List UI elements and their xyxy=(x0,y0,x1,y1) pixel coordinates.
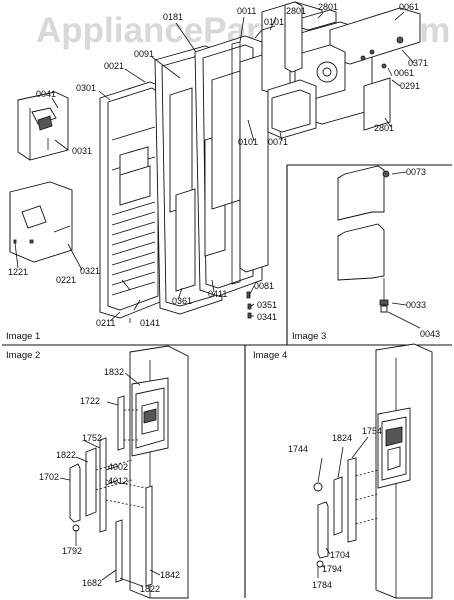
label-0061-a: 0061 xyxy=(399,2,419,12)
label-1752: 1752 xyxy=(82,433,102,443)
label-0011: 0011 xyxy=(237,6,256,16)
label-1792: 1792 xyxy=(62,546,82,556)
image1-artwork xyxy=(9,1,421,319)
label-2801-c: 2801 xyxy=(374,123,394,133)
label-0291: 0291 xyxy=(400,81,420,91)
image1-leaders xyxy=(14,11,415,323)
label-2801-b: 2801 xyxy=(318,2,338,12)
panel-title-image1: Image 1 xyxy=(6,331,40,342)
image2-labels: 1832 1722 1752 1822 1702 4002 4012 1792 … xyxy=(39,367,180,594)
label-4012: 4012 xyxy=(108,476,128,486)
label-1744: 1744 xyxy=(288,444,308,454)
label-0141: 0141 xyxy=(140,318,160,328)
panel-title-image4: Image 4 xyxy=(253,350,287,361)
label-0101-top: 0101 xyxy=(264,17,284,27)
label-1794: 1794 xyxy=(322,564,342,574)
label-0181: 0181 xyxy=(163,12,183,22)
label-1842: 1842 xyxy=(160,570,180,580)
label-1824: 1824 xyxy=(332,433,352,443)
label-0033: 0033 xyxy=(406,300,426,310)
label-0091: 0091 xyxy=(134,49,154,59)
image4-artwork xyxy=(313,343,433,599)
label-0211: 0211 xyxy=(96,318,115,328)
label-0041: 0041 xyxy=(36,89,56,99)
label-0361: 0361 xyxy=(172,296,192,306)
panel-title-image3: Image 3 xyxy=(292,331,326,342)
label-0021: 0021 xyxy=(104,61,124,71)
label-0101: 0101 xyxy=(238,137,258,147)
label-1722: 1722 xyxy=(80,396,100,406)
label-1822-a: 1822 xyxy=(56,450,76,460)
image4-labels: 1744 1824 1754 1704 1794 1784 xyxy=(288,426,382,590)
label-0073: 0073 xyxy=(406,167,426,177)
image2-leaders xyxy=(59,372,161,587)
image1-labels: 0181 0011 2801 2801 0061 0091 0101 0021 … xyxy=(8,2,428,328)
label-0031: 0031 xyxy=(72,146,92,156)
label-1822-b: 1822 xyxy=(140,584,160,594)
panel-title-image2: Image 2 xyxy=(6,350,40,361)
image3-labels: 0073 0033 0043 xyxy=(406,167,440,339)
label-0221: 0221 xyxy=(56,275,76,285)
label-1754: 1754 xyxy=(362,426,382,436)
image4-leaders xyxy=(317,436,369,578)
label-0071: 0071 xyxy=(268,137,288,147)
label-1682: 1682 xyxy=(82,578,102,588)
label-1784: 1784 xyxy=(312,580,332,590)
label-0341: 0341 xyxy=(257,312,277,322)
label-0351: 0351 xyxy=(257,300,277,310)
label-1832: 1832 xyxy=(104,367,124,377)
image3-artwork xyxy=(337,165,421,329)
image2-artwork xyxy=(69,345,189,599)
label-1221: 1221 xyxy=(8,267,28,277)
label-0061-b: 0061 xyxy=(394,68,414,78)
label-0321: 0321 xyxy=(80,266,100,276)
label-4002: 4002 xyxy=(108,462,128,472)
label-0043: 0043 xyxy=(420,329,440,339)
label-0081: 0081 xyxy=(254,281,274,291)
label-0371: 0371 xyxy=(408,58,428,68)
label-1704: 1704 xyxy=(330,550,350,560)
label-0411: 0411 xyxy=(208,289,227,299)
label-0301: 0301 xyxy=(76,83,96,93)
label-1702: 1702 xyxy=(39,472,59,482)
label-2801-a: 2801 xyxy=(286,6,306,16)
